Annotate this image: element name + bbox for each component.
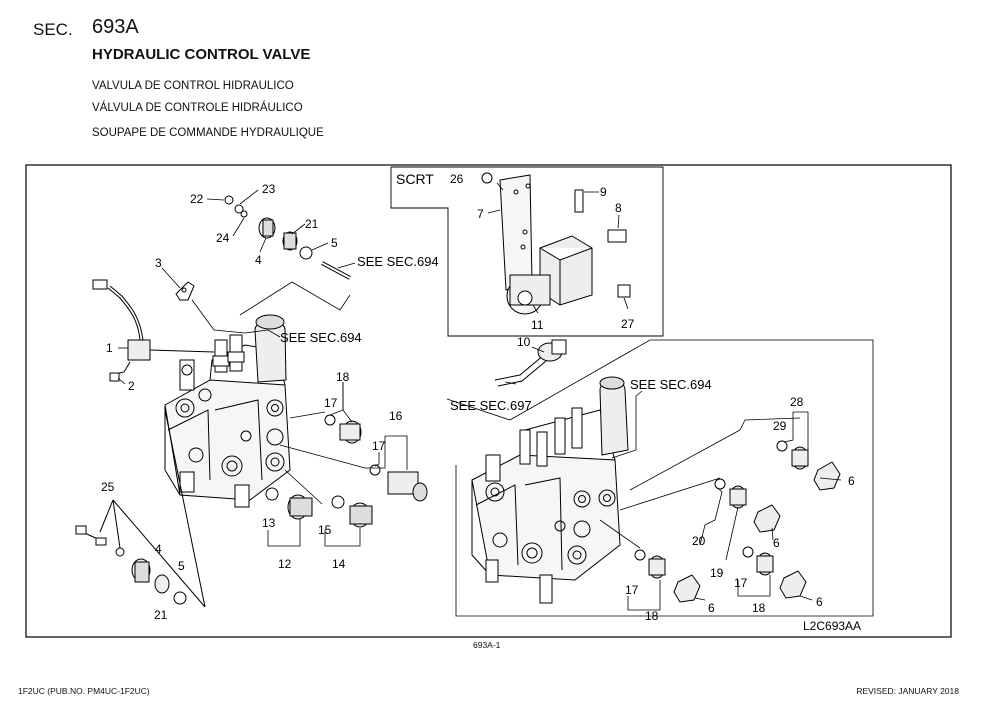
footer-publication: 1F2UC (PUB.NO. PM4UC-1F2UC)	[18, 686, 150, 696]
footer-revision: REVISED: JANUARY 2018	[856, 686, 959, 696]
ref-sec-694-right: SEE SEC.694	[630, 377, 712, 392]
scrt-label: SCRT	[396, 171, 434, 187]
callout-28: 28	[790, 395, 804, 409]
callout-10: 10	[517, 335, 531, 349]
callout-20: 20	[692, 534, 706, 548]
callout-19: 19	[710, 566, 724, 580]
ref-sec-694-mid: SEE SEC.694	[280, 330, 362, 345]
callout-2: 2	[128, 379, 135, 393]
sec-number: 693A	[92, 16, 139, 38]
callout-18-b: 18	[752, 601, 766, 615]
callout-14: 14	[332, 557, 346, 571]
callout-15: 15	[318, 523, 332, 537]
diagram-frame	[25, 164, 952, 638]
callout-17-c: 17	[734, 576, 748, 590]
callout-24: 24	[216, 231, 230, 245]
callout-29: 29	[773, 419, 787, 433]
figure-id: 693A-1	[473, 640, 501, 650]
callout-26: 26	[450, 172, 464, 186]
callout-16: 16	[389, 409, 403, 423]
subtitle-spanish: VALVULA DE CONTROL HIDRAULICO	[92, 80, 294, 92]
callout-13: 13	[262, 516, 276, 530]
callout-17-b: 17	[372, 439, 386, 453]
right-valve-body	[471, 376, 629, 604]
callout-5: 5	[331, 236, 338, 250]
page-title: HYDRAULIC CONTROL VALVE	[92, 46, 311, 63]
left-side-fittings	[265, 414, 428, 528]
subtitle-french: SOUPAPE DE COMMANDE HYDRAULIQUE	[92, 127, 324, 139]
callout-6-c: 6	[816, 595, 823, 609]
left-lower-fittings	[75, 409, 206, 608]
callout-17-d: 17	[625, 583, 639, 597]
callout-1: 1	[106, 341, 113, 355]
callout-23: 23	[262, 182, 276, 196]
callout-4-lower: 4	[155, 542, 162, 556]
scrt-inset-frame	[390, 166, 664, 337]
upper-fittings	[224, 195, 351, 280]
callout-6-a: 6	[848, 474, 855, 488]
ref-sec-694-top: SEE SEC.694	[357, 254, 439, 269]
subtitle-portuguese: VÁLVULA DE CONTROLE HIDRÁULICO	[92, 102, 303, 114]
callout-6-b: 6	[773, 536, 780, 550]
right-side-fittings	[634, 440, 841, 603]
section-references: SEE SEC.694 SEE SEC.694 SEE SEC.694 SEE …	[280, 254, 712, 413]
sec-label: SEC.	[33, 20, 73, 39]
callout-25: 25	[101, 480, 115, 494]
callout-27: 27	[621, 317, 635, 331]
callout-12: 12	[278, 557, 292, 571]
callout-22: 22	[190, 192, 204, 206]
callout-21-lower: 21	[154, 608, 168, 622]
callouts: 1 2 3 4 5 21 22 23 24 25 4 5 21 13 12 15…	[101, 172, 855, 623]
callout-18: 18	[336, 370, 350, 384]
callout-11: 11	[531, 318, 544, 332]
scrt-parts	[481, 172, 631, 387]
callout-8: 8	[615, 201, 622, 215]
bracket	[175, 281, 195, 301]
callout-9: 9	[600, 185, 607, 199]
callout-7: 7	[477, 207, 484, 221]
callout-5-lower: 5	[178, 559, 185, 573]
right-assembly-frame	[455, 339, 874, 617]
drawing-code: L2C693AA	[803, 619, 861, 633]
leader-lines	[117, 182, 842, 611]
left-valve-body	[164, 314, 291, 508]
callout-17-a: 17	[324, 396, 338, 410]
callout-3: 3	[155, 256, 162, 270]
callout-4: 4	[255, 253, 262, 267]
position-sensor	[92, 279, 215, 382]
callout-6-d: 6	[708, 601, 715, 615]
callout-21: 21	[305, 217, 319, 231]
callout-18-c: 18	[645, 609, 659, 623]
ref-sec-697: SEE SEC.697	[450, 398, 532, 413]
